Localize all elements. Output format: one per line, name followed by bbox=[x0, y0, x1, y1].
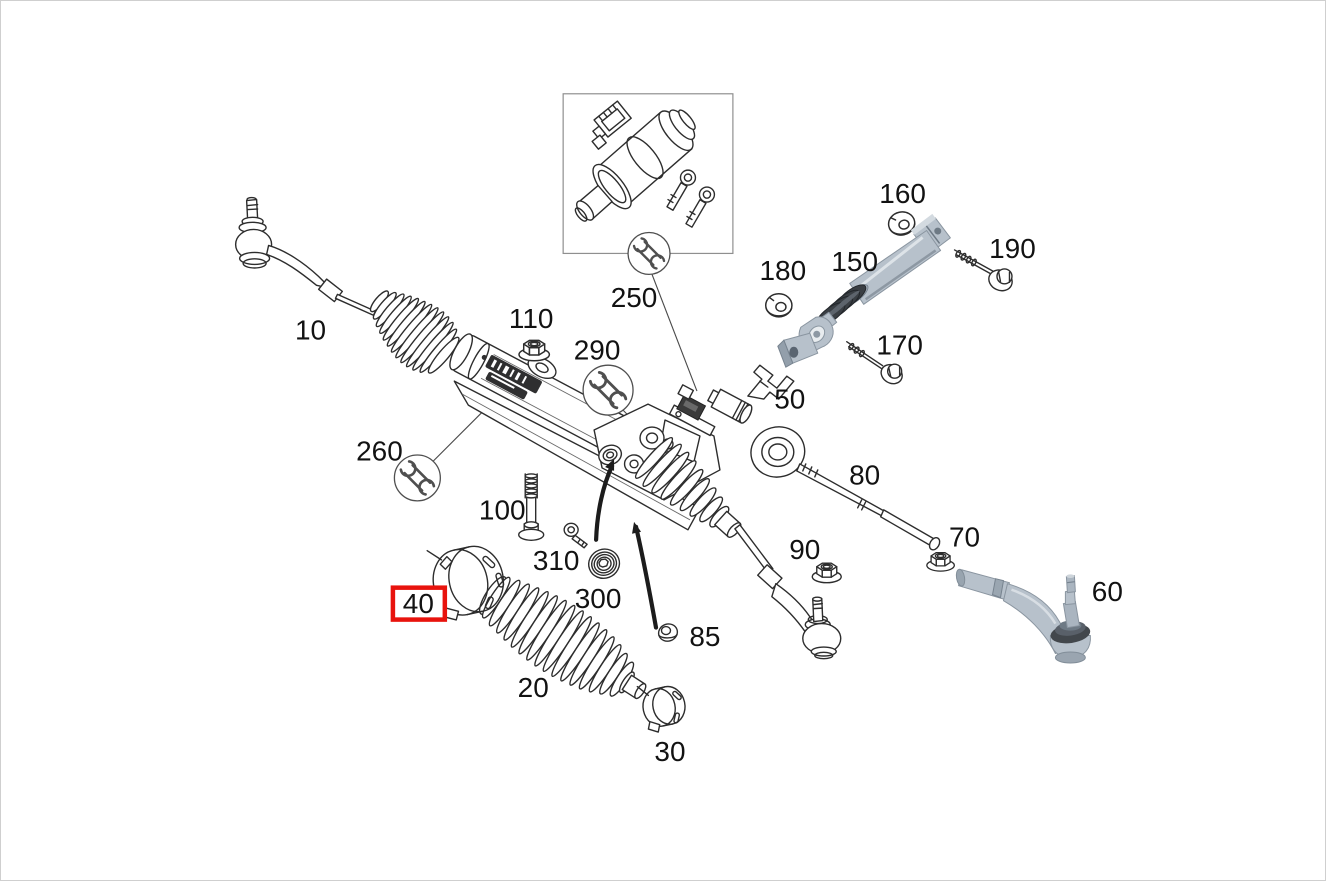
plug-85 bbox=[657, 623, 679, 642]
nut-110 bbox=[518, 339, 551, 362]
part-label-60: 60 bbox=[1092, 576, 1123, 607]
screw-310 bbox=[563, 522, 588, 549]
bolt-190 bbox=[953, 249, 1013, 292]
motor-connector bbox=[592, 100, 632, 140]
part-label-80: 80 bbox=[849, 459, 880, 490]
part-label-160: 160 bbox=[879, 178, 926, 209]
part-label-300: 300 bbox=[575, 583, 622, 614]
part-label-40: 40 bbox=[403, 588, 434, 619]
part-label-70: 70 bbox=[949, 521, 980, 552]
part-label-150: 150 bbox=[831, 246, 878, 277]
nut-90 bbox=[811, 562, 842, 584]
part-label-250: 250 bbox=[611, 282, 658, 313]
part-label-100: 100 bbox=[479, 494, 526, 525]
part-label-110: 110 bbox=[509, 303, 554, 334]
part-label-30: 30 bbox=[654, 736, 685, 767]
part-label-85: 85 bbox=[689, 621, 720, 652]
steering-gear-assembly bbox=[234, 196, 842, 660]
leader-260 bbox=[431, 411, 483, 463]
rack-boot-left bbox=[369, 290, 460, 374]
service-callout-250 bbox=[627, 231, 671, 276]
inner-tie-rod-80 bbox=[750, 426, 941, 551]
pointer-arrow-1 bbox=[594, 458, 615, 542]
motor-bolt-2 bbox=[685, 186, 716, 228]
part-number-sticker bbox=[481, 354, 542, 400]
electric-motor-drawing bbox=[574, 100, 696, 222]
service-callout-260 bbox=[393, 454, 441, 502]
grommet-160 bbox=[885, 208, 918, 239]
part-label-290: 290 bbox=[574, 335, 621, 366]
part-label-190: 190 bbox=[989, 233, 1036, 264]
bolt-100 bbox=[518, 473, 545, 541]
grommet-180 bbox=[764, 293, 793, 318]
input-shaft bbox=[707, 388, 753, 424]
motor-bolt-1 bbox=[666, 169, 697, 211]
bearing-seal-300 bbox=[588, 548, 621, 580]
nut-70 bbox=[926, 551, 955, 572]
rack-boot-right bbox=[634, 436, 742, 538]
boot-clamp-30 bbox=[636, 685, 686, 733]
pointer-arrow-2 bbox=[632, 521, 659, 630]
part-label-180: 180 bbox=[759, 255, 806, 286]
part-label-50: 50 bbox=[774, 384, 805, 415]
tie-rod-end-60 bbox=[955, 568, 1091, 664]
motor-kit-inset bbox=[562, 93, 734, 255]
mounting-boss bbox=[527, 356, 557, 380]
bolt-170 bbox=[846, 341, 903, 385]
part-label-90: 90 bbox=[789, 534, 820, 565]
part-label-10: 10 bbox=[295, 315, 326, 346]
leader-250 bbox=[651, 274, 698, 392]
part-label-260: 260 bbox=[356, 435, 403, 466]
bracket-50 bbox=[747, 364, 795, 400]
intermediate-steering-shaft-150 bbox=[777, 213, 951, 368]
torque-sensor-unit bbox=[668, 384, 716, 437]
part-label-170: 170 bbox=[876, 330, 923, 361]
pinion-seal-ring bbox=[598, 444, 623, 466]
part-label-20: 20 bbox=[518, 672, 549, 703]
tie-rod-right bbox=[734, 524, 842, 660]
service-callout-290 bbox=[582, 364, 634, 416]
highlight-box-40 bbox=[390, 585, 448, 622]
steering-boot-20 bbox=[478, 575, 647, 700]
part-label-310: 310 bbox=[533, 545, 580, 576]
tie-rod-left bbox=[234, 196, 377, 316]
